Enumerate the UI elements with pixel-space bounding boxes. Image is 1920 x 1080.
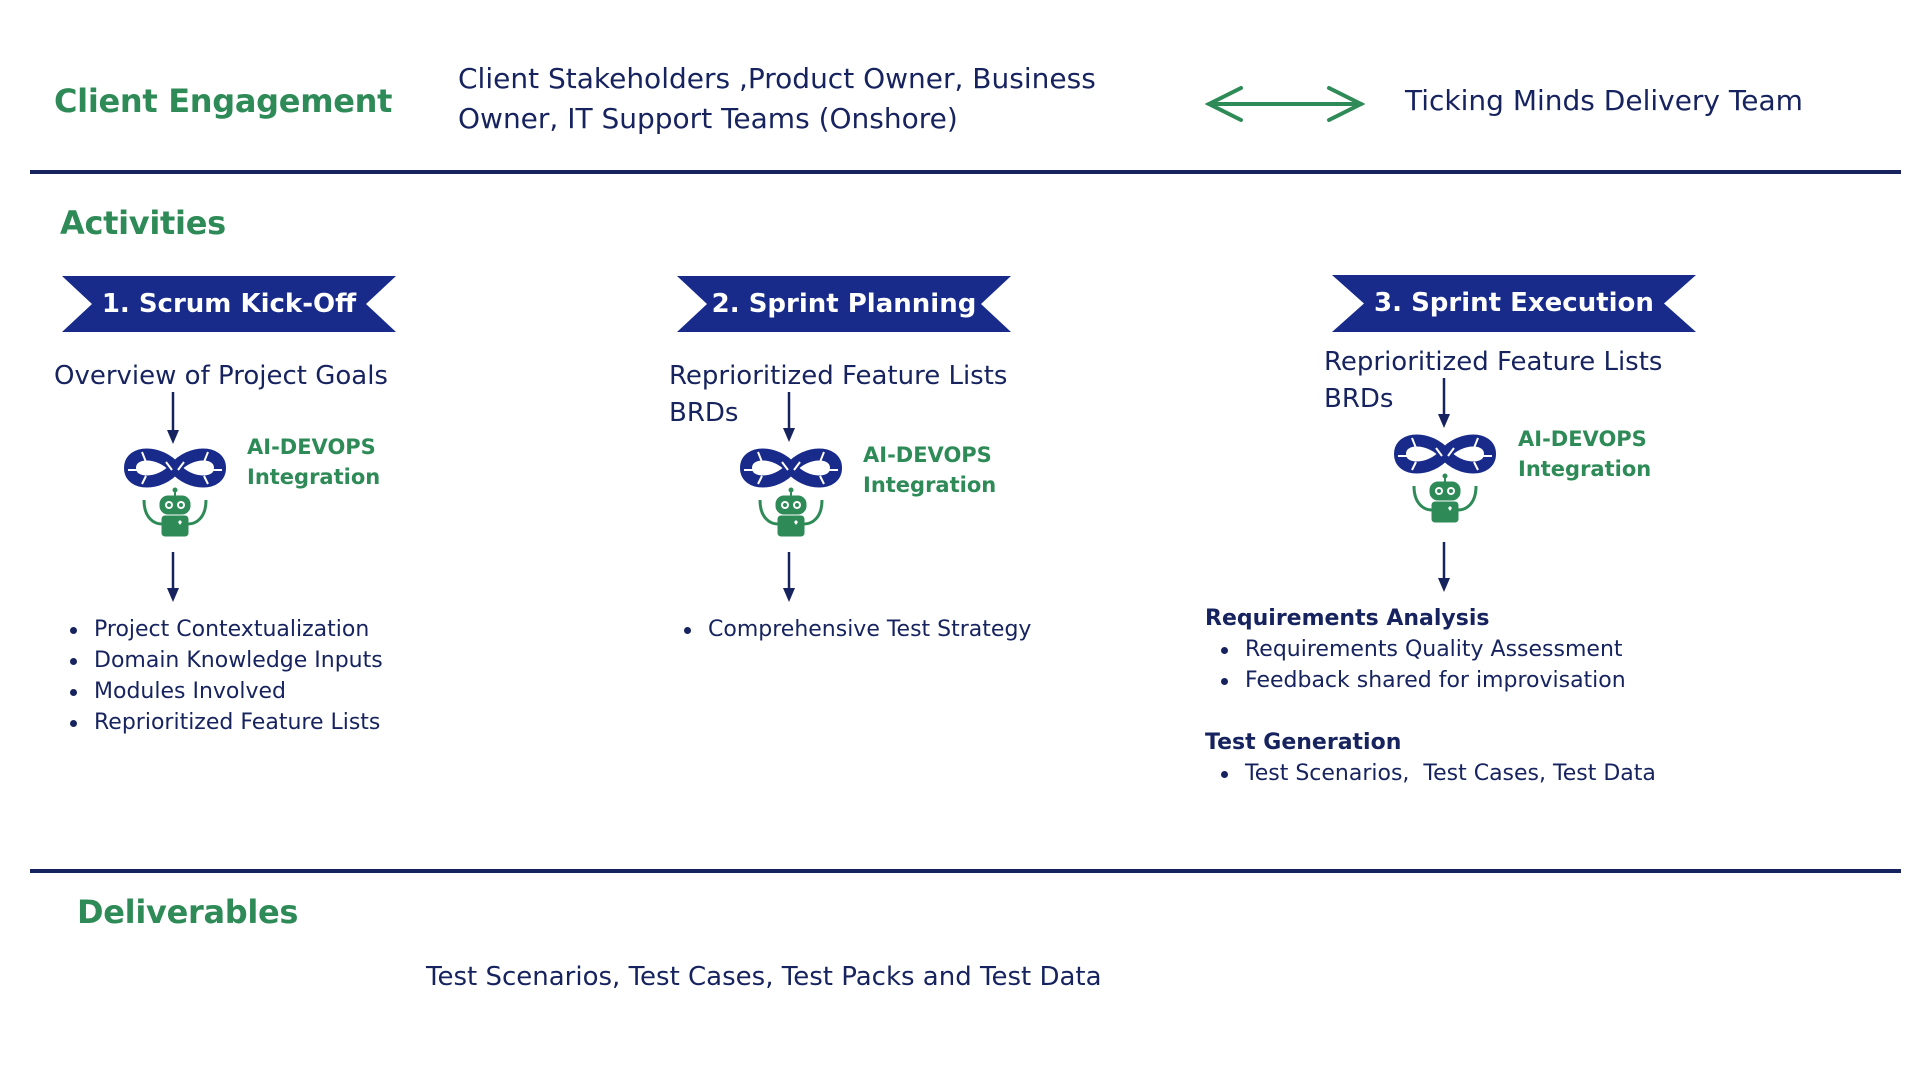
down-arrow-icon: [167, 392, 179, 444]
bullet-icon: [70, 658, 77, 665]
client-stakeholders-text: Client Stakeholders ,Product Owner, Busi…: [458, 59, 1096, 139]
step-1-banner-label: 1. Scrum Kick-Off: [101, 289, 357, 319]
step-2-outputs-list: Comprehensive Test Strategy: [682, 614, 1031, 645]
header-divider: [30, 170, 1901, 174]
step-1-input: Overview of Project Goals: [54, 358, 388, 395]
down-arrow-icon: [1438, 542, 1450, 592]
list-item: Comprehensive Test Strategy: [682, 614, 1031, 645]
ai-label-line-2: Integration: [863, 473, 997, 497]
stakeholders-line-2: Owner, IT Support Teams (Onshore): [458, 102, 958, 135]
list-item: Reprioritized Feature Lists: [68, 707, 383, 738]
ai-devops-infinity-robot-icon: [1393, 434, 1497, 523]
ai-label-line-2: Integration: [247, 465, 381, 489]
deliverables-divider: [30, 869, 1901, 873]
ribbon-shape: [62, 276, 396, 332]
step-3-input-line: Reprioritized Feature Lists: [1324, 347, 1663, 377]
delivery-team-text: Ticking Minds Delivery Team: [1405, 84, 1803, 117]
step-2-banner-label: 2. Sprint Planning: [711, 289, 977, 319]
double-headed-arrow-icon: [1205, 86, 1365, 122]
down-arrow-icon: [783, 552, 795, 602]
ribbon-shape: [677, 276, 1011, 332]
list-item: Modules Involved: [68, 676, 383, 707]
step-2-input-line: Reprioritized Feature Lists: [669, 361, 1008, 391]
deliverables-text: Test Scenarios, Test Cases, Test Packs a…: [426, 962, 1102, 992]
bullet-icon: [1221, 771, 1228, 778]
step-3-test-generation: Test Generation Test Scenarios, Test Cas…: [1205, 727, 1656, 789]
bullet-icon: [684, 627, 691, 634]
bullet-icon: [70, 627, 77, 634]
step-3-ai-devops-label: AI-DEVOPS Integration: [1518, 424, 1651, 484]
ai-devops-infinity-robot-icon: [739, 448, 843, 537]
list-item: Test Scenarios, Test Cases, Test Data: [1219, 758, 1656, 789]
requirements-analysis-list: Requirements Quality Assessment Feedback…: [1219, 634, 1626, 696]
bullet-icon: [70, 689, 77, 696]
step-3-requirements-analysis: Requirements Analysis Requirements Quali…: [1205, 603, 1626, 696]
step-3-banner: 3. Sprint Execution: [1332, 275, 1696, 332]
step-2-inputs: Reprioritized Feature Lists BRDs: [669, 358, 1007, 432]
client-engagement-title: Client Engagement: [54, 82, 393, 120]
down-arrow-icon: [167, 552, 179, 602]
list-item: Feedback shared for improvisation: [1219, 665, 1626, 696]
test-generation-heading: Test Generation: [1205, 730, 1402, 755]
bullet-icon: [70, 720, 77, 727]
list-item: Requirements Quality Assessment: [1219, 634, 1626, 665]
ribbon-shape: [1332, 275, 1696, 332]
requirements-analysis-heading: Requirements Analysis: [1205, 606, 1490, 631]
step-2-ai-devops-label: AI-DEVOPS Integration: [863, 440, 996, 500]
deliverables-title: Deliverables: [77, 893, 299, 931]
activities-title: Activities: [60, 204, 226, 242]
test-generation-list: Test Scenarios, Test Cases, Test Data: [1219, 758, 1656, 789]
ai-label-line-1: AI-DEVOPS: [863, 443, 992, 467]
bullet-icon: [1221, 647, 1228, 654]
ai-devops-infinity-robot-icon: [123, 448, 227, 537]
list-item: Project Contextualization: [68, 614, 383, 645]
step-1-ai-devops-label: AI-DEVOPS Integration: [247, 432, 380, 492]
step-3-input-line: BRDs: [1324, 384, 1394, 414]
bullet-icon: [1221, 678, 1228, 685]
down-arrow-icon: [783, 392, 795, 442]
step-2-banner: 2. Sprint Planning: [677, 276, 1011, 332]
step-1-banner: 1. Scrum Kick-Off: [62, 276, 396, 332]
ai-label-line-1: AI-DEVOPS: [247, 435, 376, 459]
step-3-banner-label: 3. Sprint Execution: [1374, 288, 1654, 318]
ai-label-line-2: Integration: [1518, 457, 1652, 481]
step-3-inputs: Reprioritized Feature Lists BRDs: [1324, 344, 1662, 418]
step-2-input-line: BRDs: [669, 398, 739, 428]
down-arrow-icon: [1438, 378, 1450, 428]
stakeholders-line-1: Client Stakeholders ,Product Owner, Busi…: [458, 62, 1096, 95]
step-1-outputs-list: Project Contextualization Domain Knowled…: [68, 614, 383, 738]
ai-label-line-1: AI-DEVOPS: [1518, 427, 1647, 451]
list-item: Domain Knowledge Inputs: [68, 645, 383, 676]
step-1-input-line: Overview of Project Goals: [54, 361, 388, 391]
